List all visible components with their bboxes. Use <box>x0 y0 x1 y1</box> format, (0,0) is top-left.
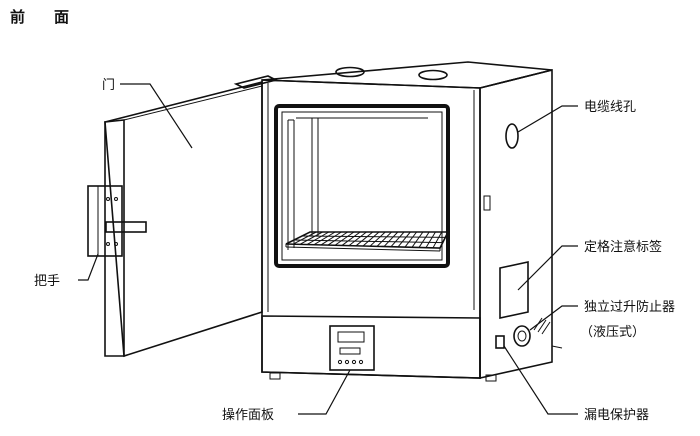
leakage-protector-switch[interactable] <box>495 335 505 349</box>
shelf-wire <box>301 235 446 238</box>
label-control-panel: 操作面板 <box>222 407 274 423</box>
shelf-wire <box>341 231 361 246</box>
rating-label-plate <box>499 261 529 319</box>
shelf-wire <box>313 231 336 246</box>
label-cable-hole: 电缆线孔 <box>584 99 636 115</box>
shelf-wire <box>411 231 424 248</box>
label-overheat-protector-type: （液压式） <box>580 325 645 340</box>
shelf-wire <box>425 231 436 248</box>
shelf-wire <box>292 231 317 245</box>
shelf-wire <box>306 231 330 245</box>
door[interactable] <box>104 75 279 358</box>
shelf-wire <box>355 231 374 247</box>
power-cord <box>551 345 563 349</box>
shelf-wire <box>404 231 418 248</box>
label-rating-label: 定格注意标签 <box>584 239 662 255</box>
leakage-protector-leader <box>503 345 578 415</box>
title-front: 前 <box>10 8 25 26</box>
cable-hole-leader <box>517 105 578 133</box>
title-face: 面 <box>54 8 69 26</box>
shelf-wire <box>293 239 443 244</box>
label-handle: 把手 <box>34 274 60 289</box>
shelf-wire <box>418 231 430 248</box>
shelf-wire <box>397 231 411 248</box>
shelf-wire <box>390 231 405 248</box>
handle-leader <box>78 253 99 281</box>
top-vent-left <box>335 66 365 78</box>
control-panel-leader <box>298 369 351 415</box>
shelf-wire <box>334 231 355 246</box>
label-overheat-protector: 独立过升防止器 <box>584 299 675 315</box>
handle[interactable] <box>87 185 147 257</box>
cabinet-body <box>261 61 553 382</box>
label-door: 门 <box>102 78 115 93</box>
shelf-wire <box>376 231 392 247</box>
shelf-wire <box>362 231 380 247</box>
shelf-wire <box>369 231 386 247</box>
label-leakage-protector: 漏电保护器 <box>584 407 649 423</box>
cable-hole <box>505 123 519 149</box>
chamber <box>274 104 450 268</box>
door-leader <box>120 83 193 149</box>
shelf-wire <box>348 231 367 247</box>
shelf-wire <box>320 231 342 246</box>
overheat-protector-leader <box>529 305 578 331</box>
shelf-wire <box>432 231 443 249</box>
shelf-wire <box>327 231 348 246</box>
top-vent-right <box>418 69 448 81</box>
wire-shelf <box>285 231 450 252</box>
shelf-wire <box>383 231 399 247</box>
overheat-protector-knob[interactable] <box>513 317 551 347</box>
control-panel[interactable] <box>329 325 375 371</box>
shelf-wire <box>299 231 323 245</box>
rating-label-leader <box>517 245 578 291</box>
